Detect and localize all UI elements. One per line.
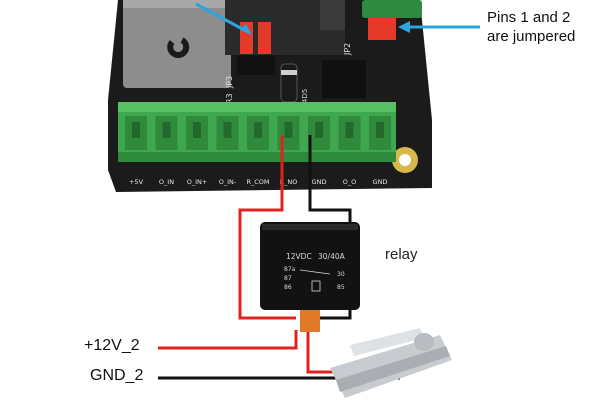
ref-jp3: JP3	[225, 76, 234, 89]
terminal-screw-hole	[162, 122, 171, 138]
relay-voltage: 12VDC	[286, 252, 312, 261]
relay-pin-87: 87	[284, 275, 292, 282]
diode	[280, 63, 298, 103]
silk-label: O_IN+	[187, 178, 208, 186]
terminal-screw-hole	[376, 122, 384, 138]
relay-pin-86: 86	[284, 284, 292, 291]
relay-module: 12VDC 30/40A 87a 87 86 30 85	[260, 222, 360, 332]
jumper-jp3-base	[237, 55, 275, 75]
silk-label: R_NO	[280, 178, 298, 186]
bridge-rectifier-top	[123, 0, 231, 8]
onboard-relay-tab	[320, 0, 345, 30]
wire-red-actuator	[306, 332, 340, 374]
jumper-jp2	[368, 18, 396, 40]
linear-actuator	[330, 328, 452, 398]
silk-label: GND	[312, 178, 327, 186]
silk-label: O_IN	[159, 178, 174, 186]
ref-jp2: JP2	[343, 43, 352, 56]
terminal-screw-hole	[254, 122, 262, 138]
terminal-screw-hole	[284, 122, 293, 138]
arrow-to-jp3	[195, 2, 249, 34]
relay-pin-30: 30	[337, 271, 345, 278]
silk-label: O_O	[343, 178, 356, 186]
transistor	[322, 60, 366, 98]
relay-rating: 30/40A	[318, 252, 346, 261]
ref-cap: C4D5	[301, 89, 309, 108]
arrow-to-jp3-head	[240, 24, 252, 35]
bridge-rectifier	[123, 0, 231, 88]
relay-symbol-switch	[299, 269, 331, 275]
ref-r3: R3	[225, 93, 234, 104]
silkscreen-labels: +5V O_IN O_IN+ O_IN- R_COM R_NO GND O_O GND	[129, 178, 387, 186]
supply-ground-label: GND_2	[90, 367, 144, 384]
terminal-screw-hole	[223, 122, 232, 138]
silk-label: R_COM	[246, 178, 269, 186]
diode-band	[281, 70, 297, 75]
mounting-hole-center	[399, 154, 411, 166]
callout-line-2: are jumpered	[487, 28, 576, 45]
silk-label: GND	[373, 178, 388, 186]
wire-black-gnd	[308, 135, 352, 320]
terminal-screw-hole	[193, 122, 201, 138]
supply-positive-label: +12V_2	[84, 337, 140, 354]
callout-line-1: Pins 1 and 2	[487, 9, 571, 26]
jumper-callout: Pins 1 and 2 are jumpered	[487, 8, 575, 46]
arrow-to-jp2-head	[398, 21, 410, 33]
terminal-screw-hole	[315, 122, 323, 138]
terminal-screw-hole	[132, 122, 140, 138]
relay-pin-85: 85	[337, 284, 345, 291]
relay-pin-87a: 87a	[284, 266, 296, 273]
wire-red-12v	[158, 330, 298, 350]
relay-connector	[300, 310, 320, 332]
terminal-screws	[125, 116, 391, 150]
jumper-jp3-b	[258, 22, 271, 54]
terminal-screw-hole	[345, 122, 354, 138]
bridge-rectifier-hole	[167, 37, 190, 59]
relay-symbol-coil	[311, 280, 321, 292]
silk-label: O_IN-	[219, 178, 237, 186]
relay-label: relay	[385, 246, 418, 263]
silk-label: +5V	[129, 178, 144, 186]
wire-red-rno	[238, 135, 296, 320]
jp2-connector	[362, 0, 422, 18]
